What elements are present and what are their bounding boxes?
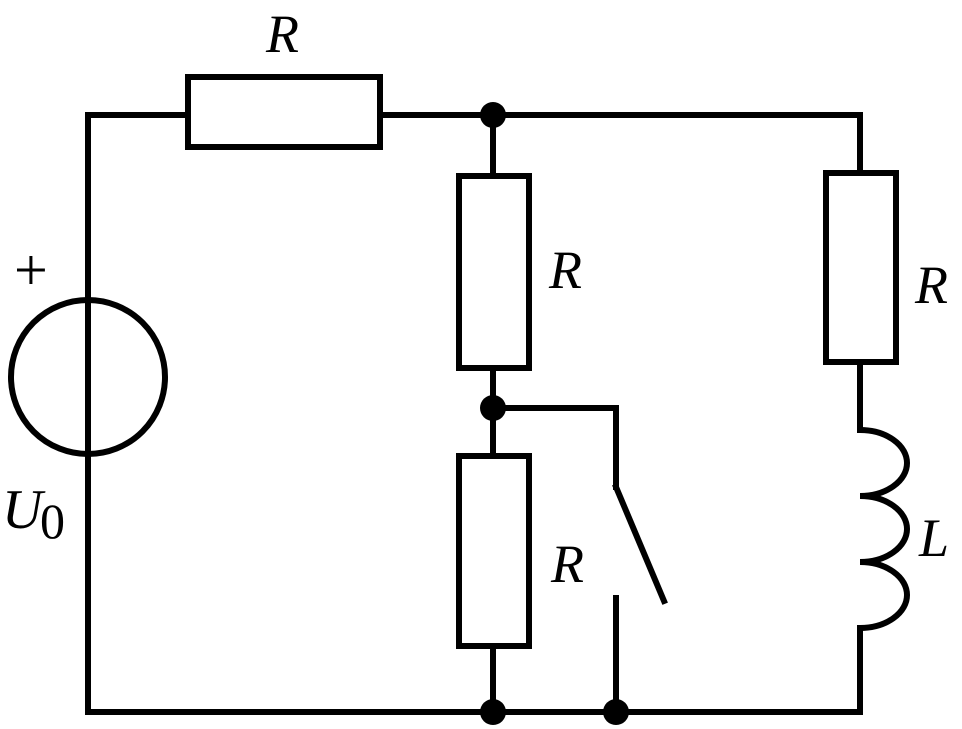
resistor-lower bbox=[456, 453, 532, 649]
label-r-middle: R bbox=[548, 240, 582, 300]
label-r-lower: R bbox=[550, 534, 584, 594]
node-middle bbox=[480, 395, 506, 421]
label-source-sub: 0 bbox=[40, 493, 65, 549]
inductor-coil bbox=[856, 426, 910, 632]
resistor-right bbox=[823, 170, 899, 365]
wire-source-bottom bbox=[85, 297, 863, 715]
label-inductor: L bbox=[918, 508, 949, 568]
node-bottom-left bbox=[480, 699, 506, 725]
resistor-middle bbox=[456, 173, 532, 371]
label-source-letter: U bbox=[2, 479, 46, 541]
label-r-top: R bbox=[265, 4, 299, 64]
wire-switch-lead bbox=[490, 405, 619, 490]
label-plus: + bbox=[14, 237, 48, 303]
label-r-right: R bbox=[914, 255, 948, 315]
node-bottom-switch bbox=[603, 699, 629, 725]
wire-top-left bbox=[85, 112, 191, 456]
resistor-top bbox=[185, 74, 383, 150]
node-top bbox=[480, 102, 506, 128]
switch-blade bbox=[612, 483, 668, 605]
